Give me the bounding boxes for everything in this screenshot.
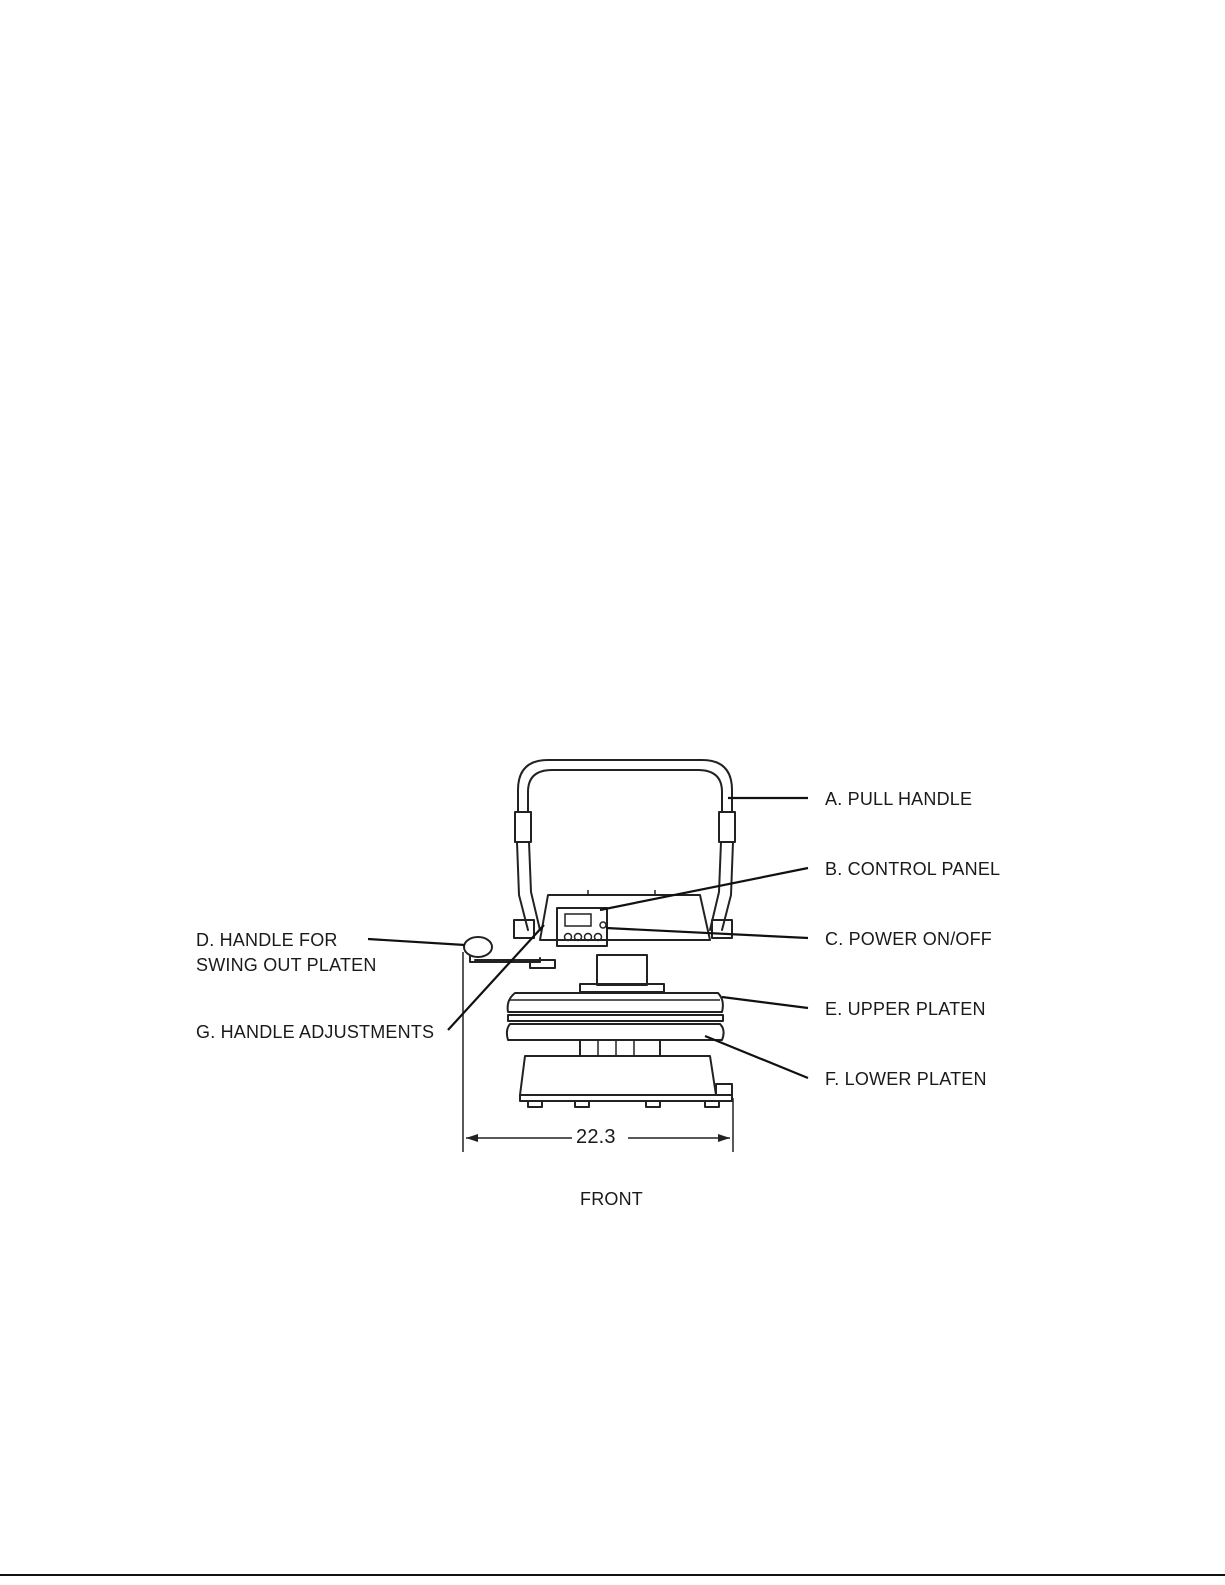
label-pull-handle: A. PULL HANDLE — [825, 786, 972, 812]
label-handle-for-swing-out-line2: SWING OUT PLATEN — [196, 952, 377, 978]
label-handle-for-swing-out-line1: D. HANDLE FOR — [196, 927, 338, 953]
lower-platen-drawing — [507, 1024, 724, 1040]
label-lower-platen: F. LOWER PLATEN — [825, 1066, 987, 1092]
label-control-panel: B. CONTROL PANEL — [825, 856, 1000, 882]
view-caption: FRONT — [580, 1186, 643, 1212]
label-power-on-off: C. POWER ON/OFF — [825, 926, 992, 952]
column-drawing — [580, 955, 664, 992]
upper-platen-drawing — [508, 993, 723, 1021]
pull-handle-drawing — [514, 760, 735, 938]
label-upper-platen: E. UPPER PLATEN — [825, 996, 986, 1022]
label-handle-adjustments: G. HANDLE ADJUSTMENTS — [196, 1019, 434, 1045]
dimension-value: 22.3 — [576, 1124, 616, 1150]
base-drawing — [520, 1040, 732, 1107]
footer-rule — [0, 1574, 1225, 1576]
